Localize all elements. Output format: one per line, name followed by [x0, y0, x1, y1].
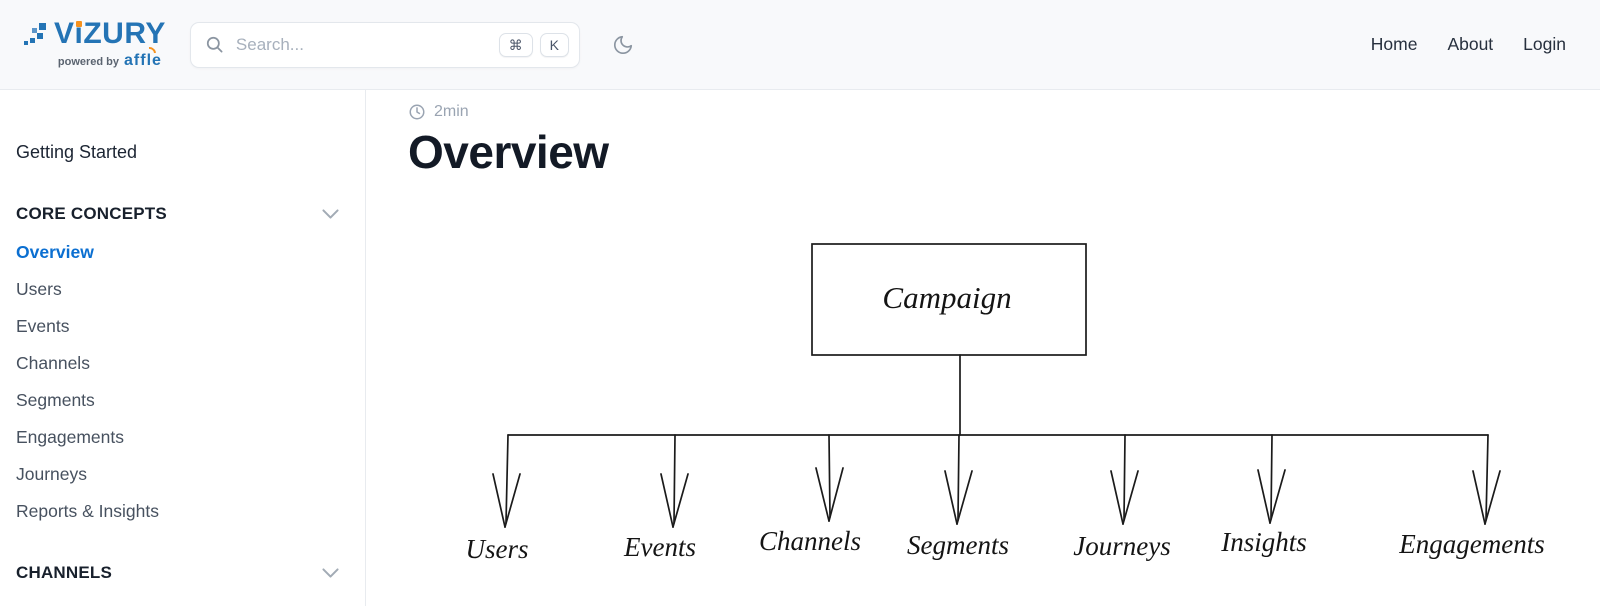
sidebar-item-overview[interactable]: Overview	[16, 242, 94, 262]
dark-mode-toggle[interactable]	[608, 30, 638, 60]
search-bar[interactable]: ⌘ K	[189, 21, 580, 68]
brand-letter-i: i	[74, 17, 84, 50]
search-input[interactable]	[233, 33, 492, 56]
kbd-k-badge: K	[539, 32, 569, 57]
brand-wordmark: ViZURY	[54, 17, 166, 50]
read-time-label: 2min	[434, 103, 469, 120]
diagram-node-segments: Segments	[907, 530, 1009, 560]
section-title: CHANNELS	[16, 563, 113, 582]
diagram-node-journeys: Journeys	[1073, 531, 1170, 561]
main-content: 2min Overview	[366, 90, 1600, 606]
vizury-logo[interactable]: ViZURY powered by affle	[24, 19, 166, 70]
nav-link-login[interactable]: Login	[1523, 34, 1566, 54]
kbd-cmd-badge: ⌘	[498, 32, 533, 57]
campaign-box	[811, 242, 1087, 356]
logo-pixels-icon	[24, 23, 46, 45]
diagram-node-channels: Channels	[759, 526, 861, 556]
sidebar-item-journeys[interactable]: Journeys	[16, 464, 88, 484]
sidebar-item-events[interactable]: Events	[16, 316, 70, 336]
nav-link-about[interactable]: About	[1447, 34, 1494, 54]
nav-link-home[interactable]: Home	[1370, 34, 1418, 54]
sidebar: Getting Started CORE CONCEPTS Overview U…	[0, 90, 366, 606]
diagram-node-events: Events	[623, 532, 696, 562]
page-title: Overview	[408, 126, 609, 178]
top-header: ViZURY powered by affle ⌘ K Home About L…	[0, 0, 1600, 90]
chevron-down-icon	[322, 568, 339, 578]
read-time: 2min	[408, 103, 1600, 121]
diagram-node-insights: Insights	[1220, 527, 1307, 557]
powered-by-label: powered by	[57, 56, 120, 68]
search-icon	[206, 36, 223, 53]
page-body: Getting Started CORE CONCEPTS Overview U…	[0, 90, 1600, 606]
chevron-down-icon	[322, 209, 339, 219]
moon-icon	[613, 35, 632, 54]
sidebar-item-channels[interactable]: Channels	[16, 353, 90, 373]
sidebar-item-engagements[interactable]: Engagements	[16, 427, 124, 447]
sidebar-item-segments[interactable]: Segments	[16, 390, 95, 410]
diagram-node-users: Users	[465, 534, 528, 564]
sidebar-section-core-concepts[interactable]: CORE CONCEPTS	[16, 204, 339, 224]
diagram-node-campaign: Campaign	[882, 280, 1011, 315]
sidebar-section-channels[interactable]: CHANNELS	[16, 563, 339, 583]
sidebar-item-users[interactable]: Users	[16, 279, 62, 299]
core-concepts-list: Overview Users Events Channels Segments …	[16, 234, 339, 530]
clock-icon	[409, 104, 425, 120]
sidebar-item-reports-insights[interactable]: Reports & Insights	[16, 501, 159, 521]
sidebar-item-getting-started[interactable]: Getting Started	[16, 142, 138, 162]
campaign-diagram: Campaign Users Events Channels Segments …	[465, 242, 1545, 564]
diagram-node-engagements: Engagements	[1398, 529, 1544, 559]
affle-wordmark: affle	[124, 52, 162, 69]
section-title: CORE CONCEPTS	[16, 204, 167, 223]
header-nav: Home About Login	[1371, 34, 1566, 55]
